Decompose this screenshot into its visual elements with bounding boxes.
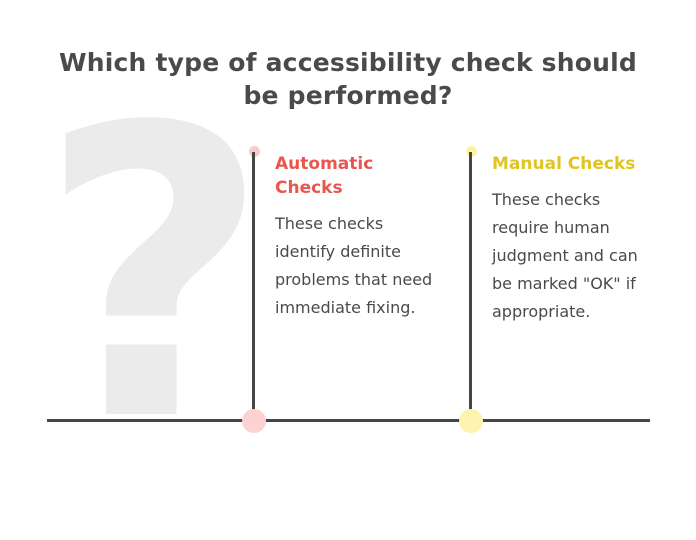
- timeline-stem-manual: [469, 152, 472, 420]
- column-description-automatic: These checks identify definite problems …: [275, 214, 433, 317]
- timeline-dot-bottom-automatic: [242, 409, 266, 433]
- timeline-baseline: [47, 419, 650, 422]
- timeline-dot-top-automatic: [249, 146, 260, 157]
- timeline-stem-automatic: [252, 152, 255, 420]
- column-body-automatic: Automatic Checks These checks identify d…: [275, 152, 440, 322]
- question-mark-watermark: ?: [38, 112, 248, 442]
- column-description-manual: These checks require human judgment and …: [492, 190, 638, 321]
- column-heading-automatic: Automatic Checks: [275, 154, 374, 198]
- timeline-dot-top-manual: [466, 146, 477, 157]
- page-title: Which type of accessibility check should…: [58, 48, 637, 110]
- column-body-manual: Manual Checks These checks require human…: [492, 152, 657, 326]
- timeline-dot-bottom-manual: [459, 409, 483, 433]
- column-heading-manual: Manual Checks: [492, 154, 636, 174]
